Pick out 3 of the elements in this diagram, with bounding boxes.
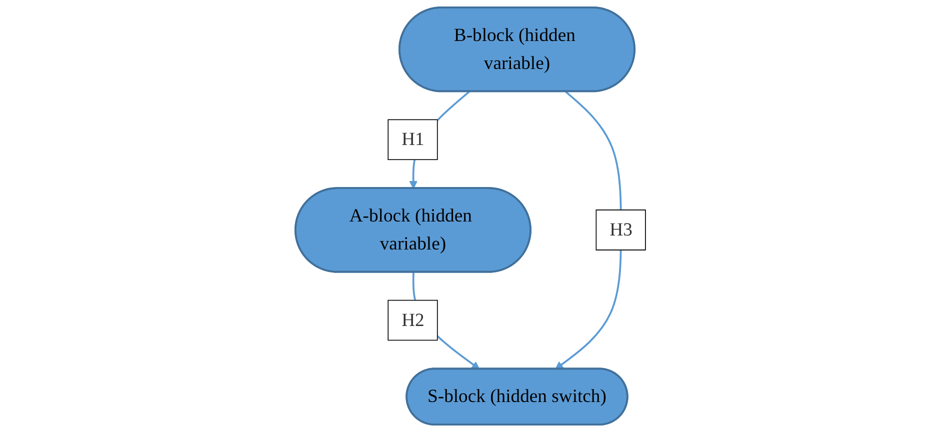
edge-label: H2 (401, 310, 424, 331)
edge-label: H3 (609, 220, 632, 240)
edge-label: H1 (401, 129, 424, 150)
